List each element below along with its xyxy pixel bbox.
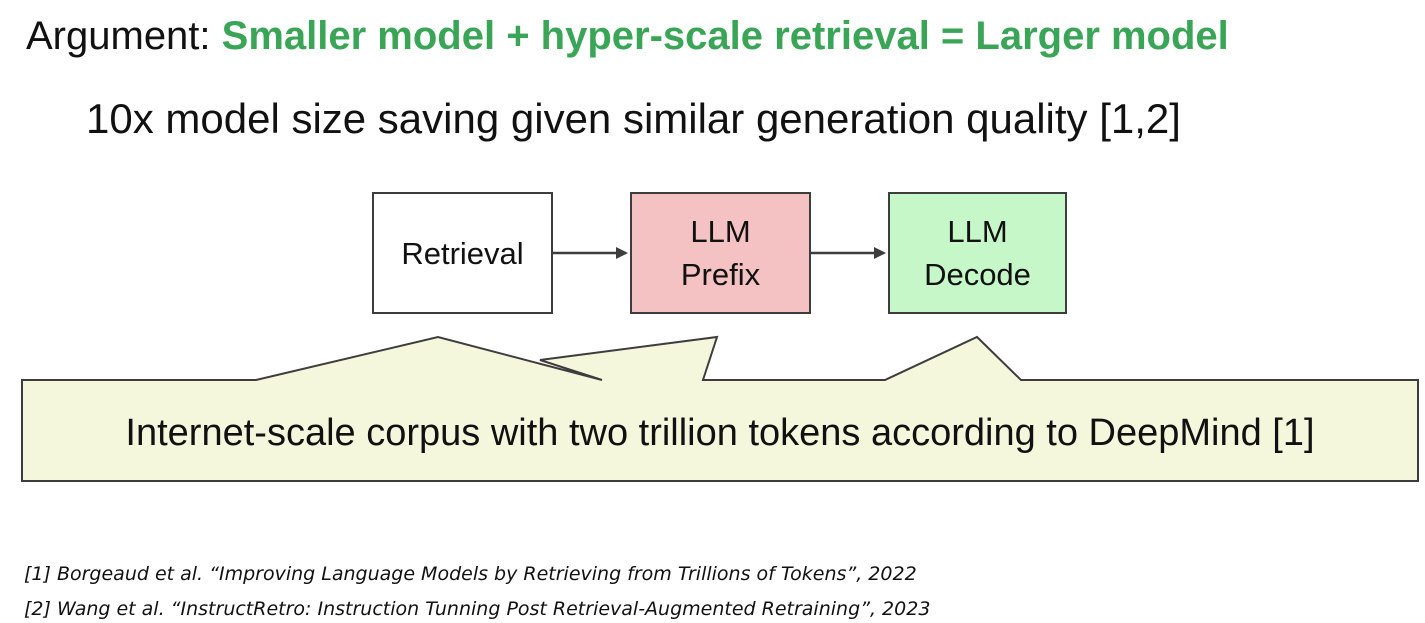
llm-prefix-box-line1: LLM: [690, 214, 751, 249]
slide-title: Argument: Smaller model + hyper-scale re…: [26, 12, 1229, 60]
reference-2: [2] Wang et al. “InstructRetro: Instruct…: [24, 598, 931, 620]
title-highlight: Smaller model + hyper-scale retrieval = …: [221, 14, 1229, 58]
callout-bubble: [21, 335, 1419, 482]
callout-text: Internet-scale corpus with two trillion …: [125, 412, 1315, 454]
reference-1: [1] Borgeaud et al. “Improving Language …: [24, 563, 917, 585]
llm-prefix-box: LLM Prefix: [630, 192, 811, 314]
llm-prefix-box-line2: Prefix: [680, 257, 761, 292]
llm-decode-box-line1: LLM: [947, 214, 1008, 249]
llm-decode-box-line2: Decode: [924, 257, 1031, 292]
llm-decode-box: LLM Decode: [888, 192, 1067, 314]
slide-subtitle: 10x model size saving given similar gene…: [86, 95, 1181, 142]
retrieval-box: Retrieval: [372, 192, 553, 314]
retrieval-box-label: Retrieval: [401, 235, 524, 271]
title-prefix: Argument:: [26, 14, 222, 58]
